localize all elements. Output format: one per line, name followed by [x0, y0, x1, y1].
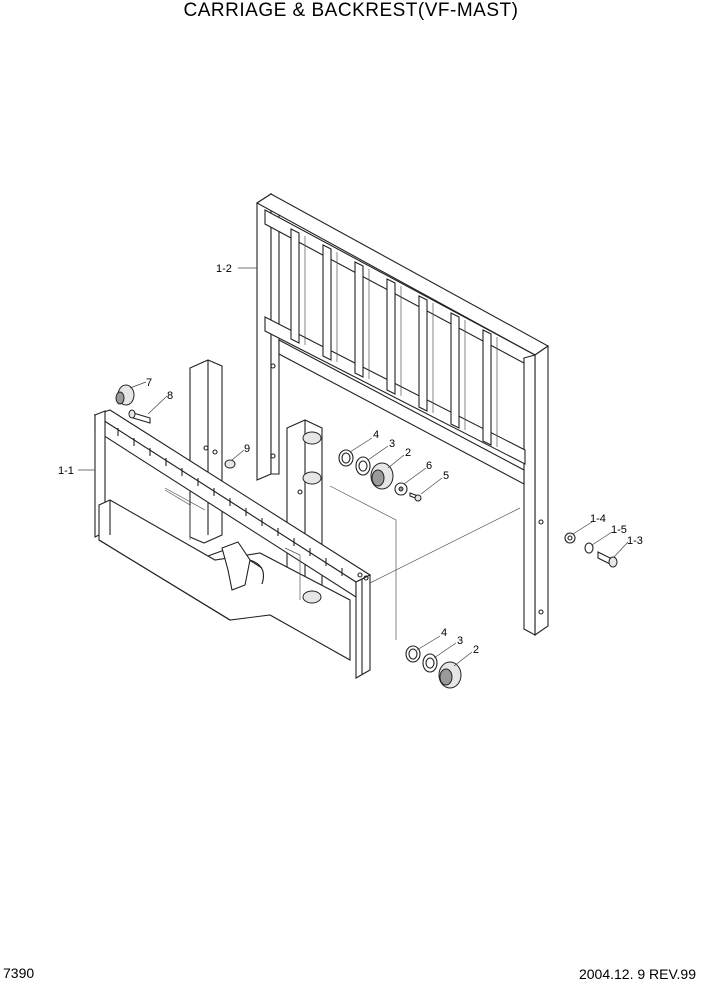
backrest-bars	[290, 228, 498, 447]
callout-9: 9	[244, 443, 250, 455]
upper-shim-4	[338, 449, 354, 467]
roller-7	[115, 384, 135, 406]
washer-6	[394, 482, 408, 496]
bolt-1-3	[597, 551, 618, 568]
lower-roller-2	[438, 661, 462, 689]
callout-4-lower: 4	[441, 627, 447, 639]
pin-8	[128, 409, 151, 424]
lower-shim-4	[405, 645, 421, 663]
callout-1-2: 1-2	[216, 263, 232, 275]
callout-1-3: 1-3	[627, 535, 643, 547]
callout-5: 5	[443, 470, 449, 482]
page-title: CARRIAGE & BACKREST(VF-MAST)	[183, 0, 519, 21]
upper-roller-2	[370, 462, 394, 490]
washer-1-4	[564, 532, 576, 544]
page-number: 7390	[3, 965, 35, 981]
callout-8: 8	[167, 390, 173, 402]
callout-labels: 1-2 1-1 7 8 9 4 3 2 6 5 1-4 1-5 1-3 4 3 …	[58, 263, 643, 656]
fork-bar-notches	[117, 428, 343, 576]
callout-2-upper: 2	[405, 447, 411, 459]
callout-3-upper: 3	[389, 438, 395, 450]
nut-9	[224, 459, 236, 469]
leader-lines	[78, 267, 629, 667]
callout-1-1: 1-1	[58, 465, 74, 477]
lower-shim-3	[422, 653, 438, 673]
callout-7: 7	[146, 377, 152, 389]
lockwasher-1-5	[584, 542, 594, 554]
upper-shim-3	[355, 456, 371, 476]
callout-1-4: 1-4	[590, 513, 606, 525]
callout-1-5: 1-5	[611, 524, 627, 536]
callout-3-lower: 3	[457, 635, 463, 647]
revision-stamp: 2004.12. 9 REV.99	[578, 966, 696, 982]
callout-2-lower: 2	[473, 644, 479, 656]
screw-5	[409, 492, 422, 502]
backrest-assembly	[255, 192, 550, 637]
callout-6: 6	[426, 460, 432, 472]
carriage-assembly	[93, 359, 521, 679]
callout-4-upper: 4	[373, 429, 379, 441]
